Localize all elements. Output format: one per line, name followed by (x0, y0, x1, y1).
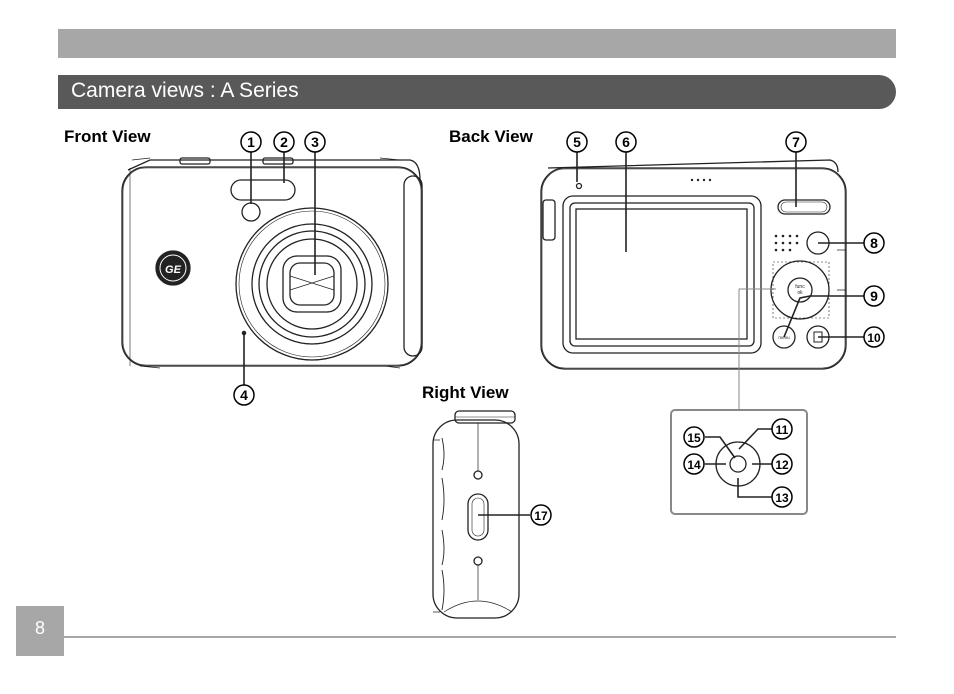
callout-circle (771, 453, 793, 475)
callout-circle (771, 418, 793, 440)
callout-circle (273, 131, 295, 153)
callout-5: 5 (566, 131, 588, 153)
front-view-label: Front View (64, 127, 151, 146)
section-title: Camera views : A Series (71, 79, 299, 102)
callout-9: 9 (863, 285, 885, 307)
callout-number: 9 (870, 288, 878, 304)
callout-number: 12 (775, 458, 789, 472)
callout-14: 14 (683, 453, 705, 475)
back-camera-illustration (540, 159, 847, 370)
callout-11: 11 (771, 418, 793, 440)
callout-number: 14 (687, 458, 701, 472)
callout-10: 10 (863, 326, 885, 348)
ge-logo-text: GE (165, 264, 182, 276)
callout-number: 10 (867, 331, 881, 345)
header-bar (58, 29, 896, 58)
callout-circle (785, 131, 807, 153)
front-camera-illustration (121, 157, 423, 369)
callout-circle (683, 426, 705, 448)
callout-8: 8 (863, 232, 885, 254)
callout-number: 2 (280, 134, 288, 150)
callout-leader-lines (243, 152, 864, 516)
callout-number: 1 (247, 134, 255, 150)
callout-13: 13 (771, 486, 793, 508)
callout-number: 13 (775, 491, 789, 505)
callout-number: 4 (240, 387, 248, 403)
callout-number: 7 (792, 134, 800, 150)
callout-number: 5 (573, 134, 581, 150)
callout-circle (240, 131, 262, 153)
callout-1: 1 (240, 131, 262, 153)
callout-circle (304, 131, 326, 153)
callout-circle (615, 131, 637, 153)
callout-circle (771, 486, 793, 508)
callout-3: 3 (304, 131, 326, 153)
callout-circle (863, 232, 885, 254)
right-view-label: Right View (422, 383, 509, 402)
callout-number: 15 (687, 431, 701, 445)
page-number-box: 8 (16, 606, 64, 656)
callout-circle (863, 326, 885, 348)
callout-2: 2 (273, 131, 295, 153)
callout-circle (233, 384, 255, 406)
callout-7: 7 (785, 131, 807, 153)
callout-4: 4 (233, 384, 255, 406)
func-label: func (795, 284, 805, 290)
callout-number: 8 (870, 235, 878, 251)
callout-6: 6 (615, 131, 637, 153)
menu-label: menu (778, 335, 790, 340)
callout-circle (863, 285, 885, 307)
callout-number: 3 (311, 134, 319, 150)
callout-12: 12 (771, 453, 793, 475)
callout-17: 17 (530, 504, 552, 526)
page-number: 8 (34, 618, 45, 638)
callout-circle (566, 131, 588, 153)
callout-circle (530, 504, 552, 526)
callout-number: 6 (622, 134, 630, 150)
section-title-bar: Camera views : A Series (58, 75, 896, 109)
callout-circle (683, 453, 705, 475)
right-camera-illustration (432, 410, 520, 619)
ok-label: ok (797, 290, 803, 296)
dpad-detail-inset (670, 288, 808, 515)
callout-number: 17 (534, 509, 548, 523)
callout-number: 11 (776, 423, 789, 437)
footer-line (64, 636, 896, 638)
back-view-label: Back View (449, 127, 533, 146)
callout-15: 15 (683, 426, 705, 448)
